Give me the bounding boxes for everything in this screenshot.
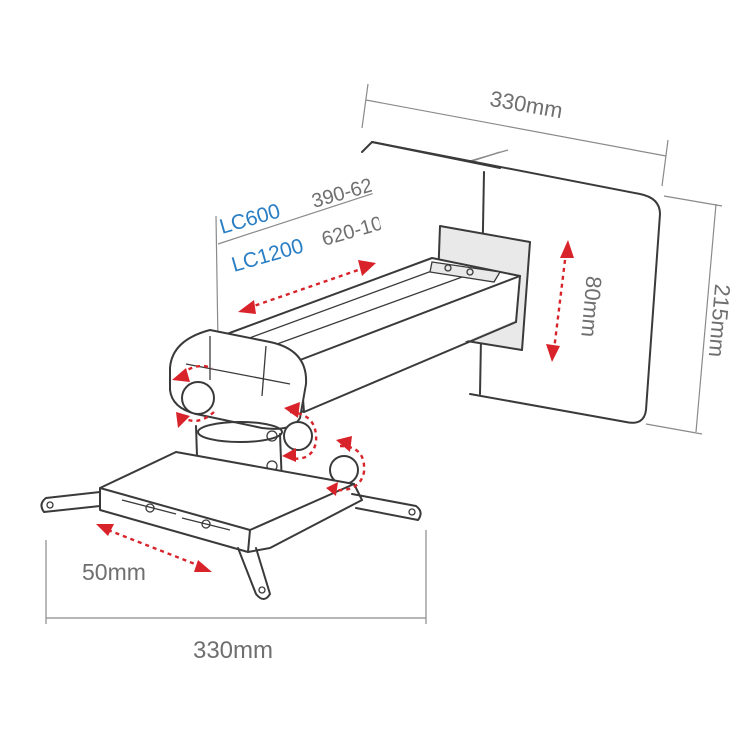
- tilt-joint: [169, 329, 308, 430]
- mount-arm-right: [351, 493, 422, 521]
- extension-range-arrow: [238, 260, 376, 314]
- tilt-rotation-arrow: [172, 364, 215, 428]
- mount-arm-left: [40, 491, 101, 513]
- slot-adjust-label: 50mm: [82, 559, 146, 585]
- model-lc600-name: LC600: [217, 200, 283, 239]
- bottom-width-label: 330mm: [193, 637, 273, 664]
- base-plate: [99, 451, 363, 553]
- roll-rotation-arrow: [326, 436, 366, 496]
- slot-adjust-arrow: 50mm: [82, 524, 212, 585]
- swivel-rotation-arrow: [282, 402, 318, 462]
- top-width-label: 330mm: [488, 86, 565, 123]
- model-lc1200-name: LC1200: [229, 234, 306, 276]
- vertical-adjust-arrow: 80mm: [546, 240, 607, 362]
- vertical-adjust-label: 80mm: [576, 275, 606, 338]
- bottom-dimension: 330mm: [45, 530, 427, 664]
- mount-arm-bottom: [237, 547, 271, 600]
